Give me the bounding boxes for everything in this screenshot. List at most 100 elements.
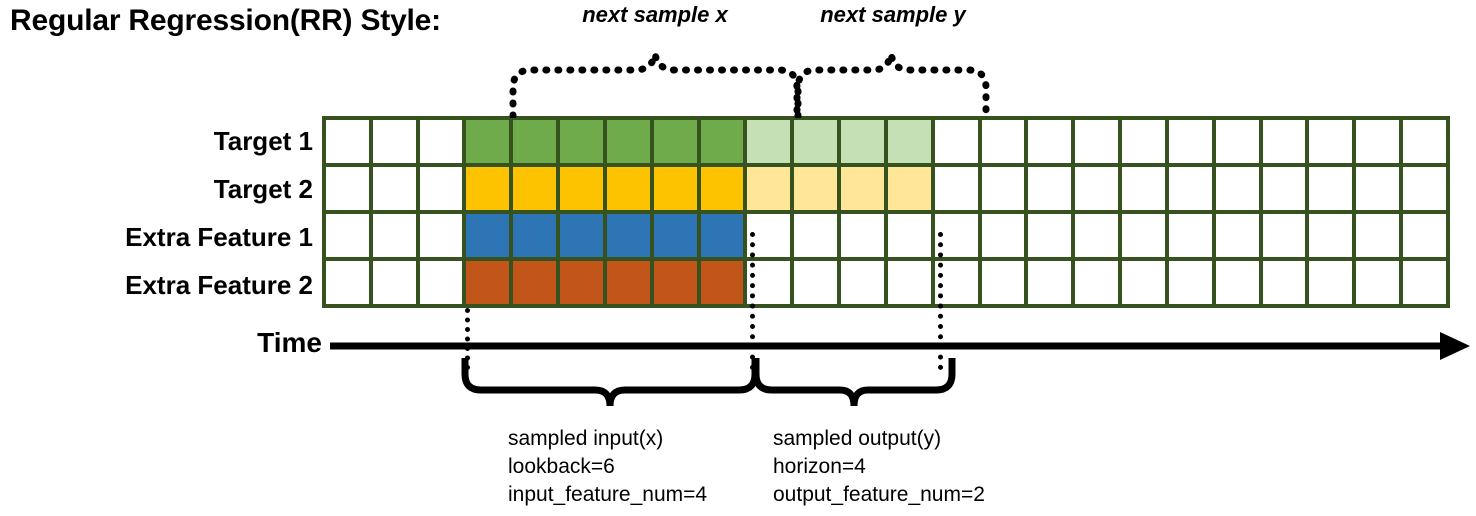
grid-cell-r3-c17	[1075, 214, 1119, 257]
grid-cell-r4-c9	[700, 261, 744, 304]
grid-cell-r2-c18	[1122, 167, 1165, 210]
grid-cell-r4-c22	[1309, 261, 1353, 304]
grid-cell-r3-c2	[372, 214, 416, 257]
grid-cell-r4-c20	[1215, 261, 1259, 304]
grid-cell-r2-c10	[747, 167, 791, 210]
grid-cell-r1-c24	[1403, 120, 1446, 163]
grid-cell-r4-c1	[326, 261, 369, 304]
next-sample-x-label: next sample x	[582, 2, 728, 27]
grid-cell-r2-c20	[1215, 167, 1259, 210]
grid-cell-r3-c8	[653, 214, 697, 257]
grid-cell-r4-c13	[887, 261, 931, 304]
grid-cell-r1-c18	[1122, 120, 1165, 163]
grid-cell-r1-c21	[1262, 120, 1306, 163]
grid-cell-r3-c16	[1028, 214, 1072, 257]
grid-cell-r2-c15	[981, 167, 1025, 210]
grid-cell-r4-c17	[1075, 261, 1119, 304]
page-title: Regular Regression(RR) Style:	[10, 4, 441, 37]
grid-cell-r3-c6	[560, 214, 603, 257]
row-label-extra-feature-1: Extra Feature 1	[125, 222, 313, 252]
grid-cell-r2-c2	[372, 167, 416, 210]
grid-cell-r4-c19	[1168, 261, 1212, 304]
grid-cell-r1-c19	[1168, 120, 1212, 163]
grid-cell-r3-c12	[841, 214, 884, 257]
grid-cell-r4-c12	[841, 261, 884, 304]
grid-cell-r4-c6	[560, 261, 603, 304]
sampled-input-line-1: sampled input(x)	[508, 427, 664, 450]
grid-cell-r3-c22	[1309, 214, 1353, 257]
grid-cell-r1-c1	[326, 120, 369, 163]
grid-cell-r2-c11	[794, 167, 838, 210]
grid-cell-r4-c5	[513, 261, 557, 304]
grid-cell-r1-c2	[372, 120, 416, 163]
grid-cell-r2-c12	[841, 167, 884, 210]
grid-cell-r1-c9	[700, 120, 744, 163]
grid-cell-r4-c3	[419, 261, 463, 304]
grid-cell-r2-c16	[1028, 167, 1072, 210]
grid-cell-r4-c23	[1356, 261, 1400, 304]
grid-cell-r3-c7	[606, 214, 650, 257]
grid-cell-r2-c9	[700, 167, 744, 210]
grid-cell-r4-c4	[466, 261, 510, 304]
grid-cell-r2-c3	[419, 167, 463, 210]
grid-cell-r1-c23	[1356, 120, 1400, 163]
grid-cell-r1-c22	[1309, 120, 1353, 163]
next-sample-x-brace	[509, 53, 801, 118]
grid-cell-r3-c5	[513, 214, 557, 257]
grid-cell-r3-c9	[700, 214, 744, 257]
guide-line-output-end	[938, 232, 943, 370]
sampled-output-annotation: sampled output(y) horizon=4 output_featu…	[773, 425, 985, 509]
grid-cell-r3-c4	[466, 214, 510, 257]
sampled-input-brace	[461, 358, 759, 407]
sampled-output-line-2: horizon=4	[773, 454, 866, 478]
grid-cell-r1-c3	[419, 120, 463, 163]
grid-cell-r1-c12	[841, 120, 884, 163]
grid-cell-r2-c4	[466, 167, 510, 210]
time-axis-arrow	[330, 332, 1470, 360]
grid-cell-r2-c23	[1356, 167, 1400, 210]
row-label-extra-feature-2: Extra Feature 2	[125, 270, 313, 300]
grid-cell-r4-c21	[1262, 261, 1306, 304]
grid-cell-r3-c3	[419, 214, 463, 257]
grid-cell-r1-c7	[606, 120, 650, 163]
next-sample-y-label: next sample y	[820, 2, 966, 27]
grid-cell-r4-c2	[372, 261, 416, 304]
grid-cell-r3-c19	[1168, 214, 1212, 257]
grid-cell-r4-c18	[1122, 261, 1165, 304]
grid-cell-r2-c17	[1075, 167, 1119, 210]
grid-cell-r2-c7	[606, 167, 650, 210]
grid-cell-r2-c5	[513, 167, 557, 210]
row-label-target-1: Target 1	[213, 126, 313, 156]
grid-cell-r2-c6	[560, 167, 603, 210]
timeline-grid	[322, 116, 1450, 308]
sampled-output-line-3: output_feature_num=2	[773, 482, 985, 506]
grid-cell-r2-c22	[1309, 167, 1353, 210]
grid-cell-r2-c1	[326, 167, 369, 210]
grid-cell-r2-c19	[1168, 167, 1212, 210]
grid-cell-r1-c13	[887, 120, 931, 163]
grid-cell-r2-c13	[887, 167, 931, 210]
grid-cell-r3-c15	[981, 214, 1025, 257]
grid-cell-r1-c20	[1215, 120, 1259, 163]
grid-cell-r1-c4	[466, 120, 510, 163]
sampled-output-brace	[752, 358, 956, 407]
grid-cell-r1-c17	[1075, 120, 1119, 163]
sampled-input-annotation: sampled input(x) lookback=6 input_featur…	[508, 425, 707, 509]
grid-cell-r4-c8	[653, 261, 697, 304]
grid-cell-r3-c1	[326, 214, 369, 257]
grid-cell-r1-c11	[794, 120, 838, 163]
grid-cell-r1-c15	[981, 120, 1025, 163]
grid-cell-r2-c14	[934, 167, 978, 210]
grid-cell-r2-c8	[653, 167, 697, 210]
row-label-target-2: Target 2	[213, 174, 313, 204]
grid-cell-r4-c7	[606, 261, 650, 304]
grid-cell-r1-c5	[513, 120, 557, 163]
grid-cell-r1-c16	[1028, 120, 1072, 163]
sampled-input-line-2: lookback=6	[508, 454, 615, 478]
grid-cell-r4-c15	[981, 261, 1025, 304]
grid-cell-r1-c8	[653, 120, 697, 163]
grid-cell-r3-c11	[794, 214, 838, 257]
grid-cell-r3-c24	[1403, 214, 1446, 257]
grid-cell-r1-c10	[747, 120, 791, 163]
